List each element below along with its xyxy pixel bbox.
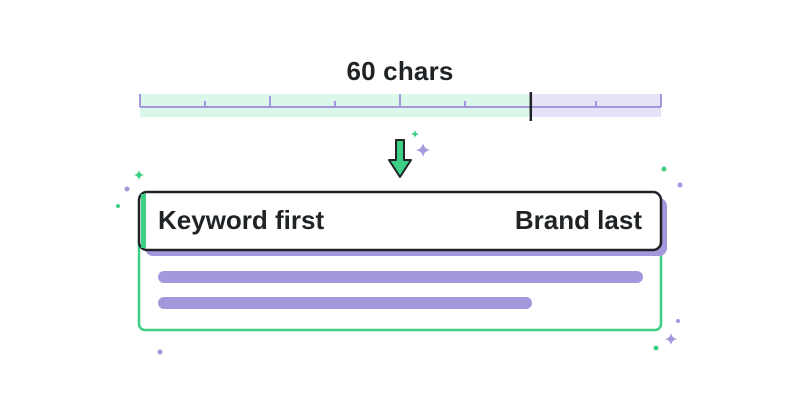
character-limit-label: 60 chars — [346, 56, 454, 86]
title-bar-accent — [141, 194, 146, 248]
dot-icon — [653, 345, 659, 351]
dot-icon — [676, 319, 680, 323]
title-bar-box — [137, 190, 663, 252]
description-line — [158, 297, 532, 309]
sparkle-icon — [416, 143, 430, 157]
character-ruler — [139, 92, 662, 121]
sparkle-icon — [665, 333, 677, 345]
dot-icon — [677, 182, 683, 188]
title-right-label: Brand last — [514, 205, 642, 235]
down-arrow-icon — [388, 139, 412, 178]
title-left-label: Keyword first — [158, 205, 325, 235]
dot-icon — [157, 349, 163, 355]
sparkle-icon — [411, 130, 419, 138]
sparkle-icon — [134, 170, 144, 180]
title-bar — [137, 190, 667, 256]
result-card — [137, 234, 663, 332]
description-line — [158, 271, 643, 283]
dot-icon — [124, 186, 130, 192]
dot-icon — [116, 204, 120, 208]
dot-icon — [661, 166, 667, 172]
